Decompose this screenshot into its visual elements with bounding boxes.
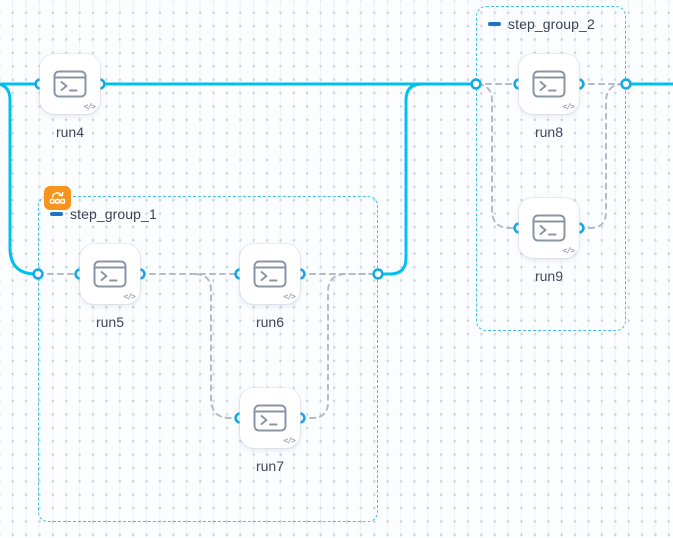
node-run7[interactable]: </> run7 [240,388,300,474]
node-card[interactable]: </> [240,244,300,304]
code-icon: </> [283,292,296,301]
code-icon: </> [562,246,575,255]
terminal-icon [53,70,87,98]
node-label: run8 [534,124,564,140]
terminal-icon [253,260,287,288]
node-card[interactable]: </> [40,54,100,114]
port-group1-out[interactable] [372,268,384,280]
code-icon: </> [283,436,296,445]
node-label: run4 [55,124,85,140]
node-run5[interactable]: </> run5 [80,244,140,330]
node-run9[interactable]: </> run9 [519,198,579,284]
code-icon: </> [562,102,575,111]
port-group2-in[interactable] [470,78,482,90]
code-icon: </> [123,292,136,301]
node-card[interactable]: </> [519,198,579,258]
terminal-icon [93,260,127,288]
terminal-icon [532,214,566,242]
loop-over-items-badge [44,186,71,210]
edge-group1-to-group2 [376,82,424,276]
port-group1-in[interactable] [32,268,44,280]
collapse-icon[interactable] [50,212,63,216]
node-label: run7 [255,458,285,474]
group-label: step_group_1 [70,206,157,222]
terminal-icon [253,404,287,432]
node-run4[interactable]: </> run4 [40,54,100,140]
node-card[interactable]: </> [80,244,140,304]
collapse-icon[interactable] [488,22,501,26]
edge-source-to-group1 [0,82,41,276]
node-label: run9 [534,268,564,284]
node-run6[interactable]: </> run6 [240,244,300,330]
port-group2-out[interactable] [620,78,632,90]
node-card[interactable]: </> [519,54,579,114]
terminal-icon [532,70,566,98]
node-run8[interactable]: </> run8 [519,54,579,140]
loop-over-items-icon [49,191,66,204]
code-icon: </> [83,102,96,111]
node-label: run5 [95,314,125,330]
group-header: step_group_1 [50,206,157,222]
group-header: step_group_2 [488,16,595,32]
node-card[interactable]: </> [240,388,300,448]
group-label: step_group_2 [508,16,595,32]
node-label: run6 [255,314,285,330]
